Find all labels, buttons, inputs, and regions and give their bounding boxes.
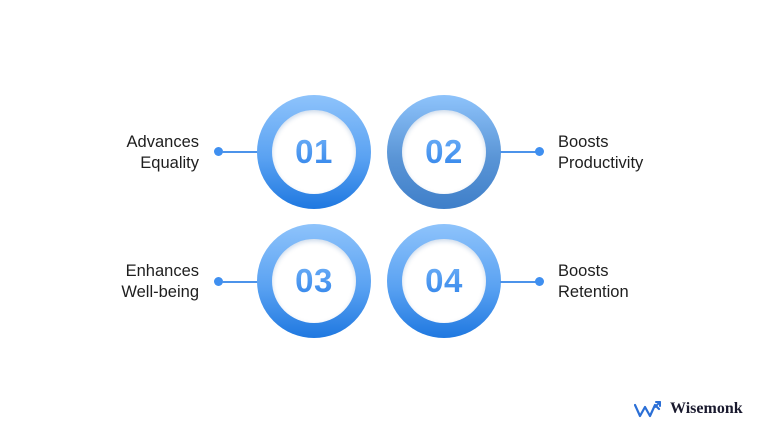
connector-line [222, 281, 260, 283]
circle-number: 03 [295, 262, 333, 299]
number-circle-02: 02 [387, 95, 501, 209]
circle-inner: 04 [402, 239, 486, 323]
label-advances-equality: Advances Equality [127, 132, 199, 174]
label-line-2: Equality [140, 154, 199, 172]
label-line-1: Advances [126, 133, 199, 151]
brand-name: Wisemonk [670, 400, 743, 417]
number-circle-04: 04 [387, 224, 501, 338]
label-line-1: Enhances [125, 262, 199, 280]
connector-line [222, 151, 260, 153]
label-line-2: Productivity [558, 154, 644, 172]
circle-number: 01 [295, 133, 333, 170]
label-boosts-productivity: Boosts Productivity [558, 132, 643, 174]
number-circle-03: 03 [257, 224, 371, 338]
connector-line [500, 151, 538, 153]
circle-inner: 03 [272, 239, 356, 323]
label-line-2: Well-being [121, 283, 199, 301]
connector-line [500, 281, 538, 283]
circle-number: 02 [425, 133, 463, 170]
label-boosts-retention: Boosts Retention [558, 261, 629, 303]
circle-inner: 02 [402, 110, 486, 194]
number-circle-01: 01 [257, 95, 371, 209]
connector-dot [214, 147, 223, 156]
circle-inner: 01 [272, 110, 356, 194]
connector-dot [214, 277, 223, 286]
label-enhances-well-being: Enhances Well-being [121, 261, 199, 303]
label-line-1: Boosts [558, 133, 609, 151]
wisemonk-logo-icon [634, 401, 661, 418]
circle-number: 04 [425, 262, 463, 299]
label-line-1: Boosts [558, 262, 609, 280]
label-line-2: Retention [558, 283, 629, 301]
brand-logo: Wisemonk [634, 398, 743, 420]
connector-dot [535, 147, 544, 156]
connector-dot [535, 277, 544, 286]
